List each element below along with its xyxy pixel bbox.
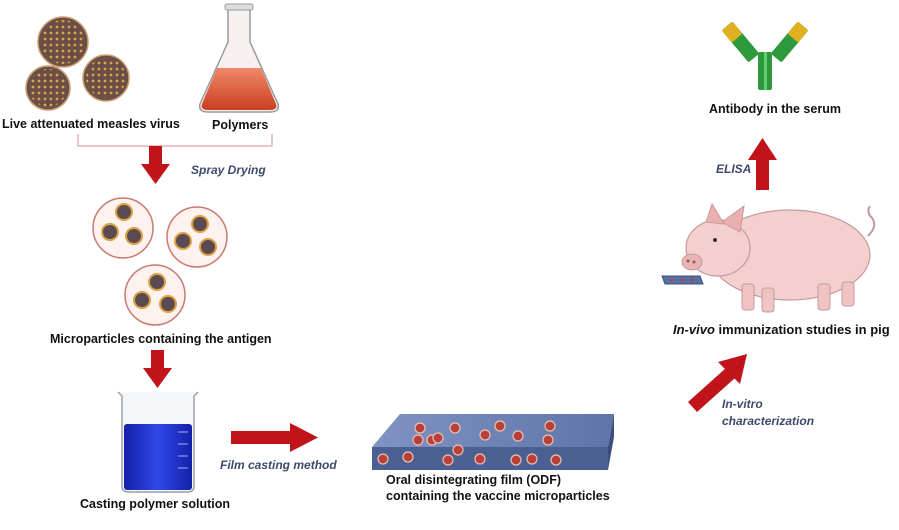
antibody-icon [722,22,808,90]
casting-beaker [117,391,199,493]
odf-label-line1: Oral disintegrating film (ODF) [386,473,562,487]
in-vivo-italic: In-vivo [673,322,715,337]
pig-illustration [681,202,876,313]
microparticles-label: Microparticles containing the antigen [50,332,272,346]
elisa-step: ELISA [716,162,752,176]
casting-solution-label: Casting polymer solution [80,497,231,511]
microparticle [166,206,228,268]
right-arrow-film-casting [231,423,318,452]
in-vitro-step: In-vitro characterization [722,396,814,430]
polymer-flask [198,3,280,113]
odf-label: Oral disintegrating film (ODF) containin… [386,472,610,504]
in-vivo-rest: immunization studies in pig [714,322,890,337]
measles-virus-group [25,16,130,111]
microparticle [92,197,154,259]
antibody-label: Antibody in the serum [709,102,841,116]
in-vitro-line2: characterization [722,414,815,428]
spray-drying-step: Spray Drying [191,163,266,177]
in-vivo-label: In-vivo immunization studies in pig [673,322,890,337]
diagonal-arrow-in-vitro [688,354,747,412]
odf-label-line2: containing the vaccine microparticles [386,489,610,503]
merge-bracket [77,134,273,147]
virus-particle [37,16,89,68]
film-particles [377,420,562,466]
microparticles-group [92,197,228,326]
virus-particle [25,65,71,111]
odf-strip [661,275,704,285]
down-arrow-1 [141,146,170,184]
odf-film [372,414,614,470]
film-casting-step: Film casting method [220,458,337,472]
virus-particle [82,54,130,102]
up-arrow-elisa [748,138,777,190]
in-vitro-line1: In-vitro [722,397,763,411]
microparticle [124,264,186,326]
polymers-label: Polymers [212,118,269,132]
down-arrow-2 [143,350,172,388]
virus-label: Live attenuated measles virus [2,117,180,131]
